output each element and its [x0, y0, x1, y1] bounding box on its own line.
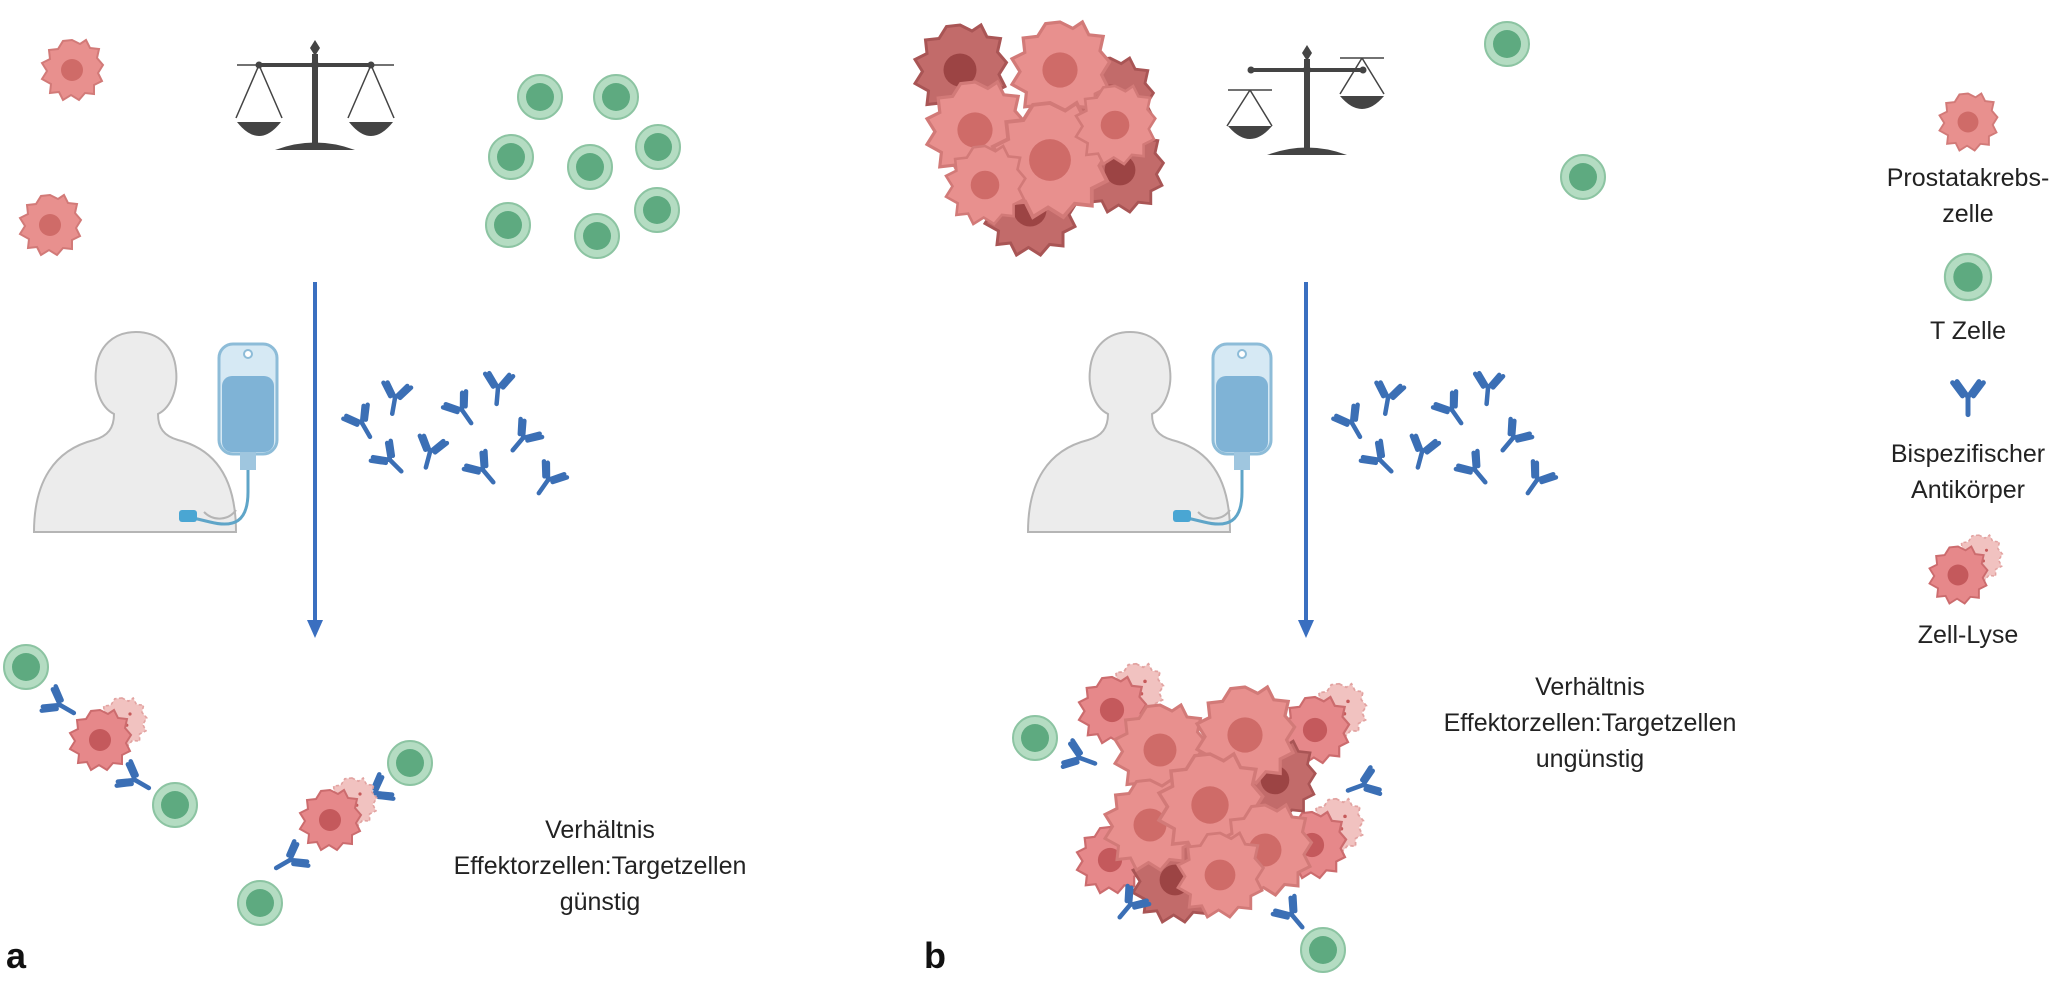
- antibody: [412, 435, 447, 471]
- antibody: [1492, 418, 1533, 459]
- antibody: [1433, 391, 1473, 432]
- legend-label-cancer-cell: Prostatakrebs- zelle: [1870, 160, 2055, 232]
- t-cell: [567, 144, 613, 190]
- antibody: [1333, 404, 1372, 444]
- legend-cancer-cell-icon: [1938, 92, 1999, 152]
- ratio-line: günstig: [559, 888, 641, 916]
- t-cell: [593, 74, 639, 120]
- t-cell: [152, 782, 198, 828]
- tumor-cluster: [913, 20, 1165, 257]
- antibody: [41, 686, 81, 725]
- ratio-line: Verhältnis: [1535, 673, 1645, 701]
- antibody: [463, 450, 504, 491]
- ratio-line: Verhältnis: [545, 816, 655, 844]
- antibody: [1404, 435, 1439, 471]
- t-cell: [1560, 154, 1606, 200]
- t-cell: [387, 740, 433, 786]
- panel-label-a: a: [6, 935, 27, 976]
- legend-label-antibody: Bispezifischer Antikörper: [1870, 436, 2055, 508]
- antibody: [1473, 373, 1504, 405]
- t-cell: [517, 74, 563, 120]
- t-cell: [237, 880, 283, 926]
- antibody: [483, 373, 514, 405]
- antibody: [1360, 440, 1401, 481]
- balance-scale-icon: [256, 40, 375, 150]
- patient-icon: [1026, 330, 1273, 534]
- antibody: [1062, 740, 1100, 777]
- tumor-cluster-with-lysis: [1075, 662, 1368, 924]
- antibody: [116, 761, 156, 800]
- legend-line: Prostatakrebs-: [1886, 164, 2050, 192]
- antibody: [527, 461, 567, 502]
- legend-line: Antikörper: [1911, 476, 2025, 504]
- ratio-text-b: Verhältnis Effektorzellen:Targetzellen u…: [1410, 669, 1770, 777]
- t-cell: [485, 202, 531, 248]
- antibody: [1371, 382, 1404, 416]
- t-cell: [574, 213, 620, 259]
- ratio-line: ungünstig: [1535, 745, 1645, 773]
- antibody: [1455, 450, 1496, 491]
- cancer-cell: [19, 194, 82, 256]
- lysing-cancer-cell: [69, 697, 148, 771]
- antibody: [1272, 895, 1313, 936]
- t-cell: [634, 187, 680, 233]
- legend-line: Bispezifischer: [1890, 440, 2046, 468]
- panel-a: [3, 39, 681, 926]
- ratio-text-a: Verhältnis Effektorzellen:Targetzellen g…: [420, 812, 780, 920]
- legend-line: T Zelle: [1930, 317, 2006, 345]
- ratio-line: Effektorzellen:Targetzellen: [453, 852, 747, 880]
- t-cell: [1484, 21, 1530, 67]
- t-cell: [1300, 927, 1346, 973]
- antibody: [370, 440, 411, 481]
- antibody: [269, 841, 309, 880]
- antibody: [443, 391, 483, 432]
- t-cell: [488, 134, 534, 180]
- legend-label-t-cell: T Zelle: [1870, 313, 2055, 349]
- legend-antibody-icon: [1953, 382, 1984, 415]
- legend-lysis-icon: [1928, 534, 2004, 605]
- antibody: [343, 404, 382, 444]
- t-cell: [1012, 715, 1058, 761]
- lysing-cancer-cell: [299, 777, 378, 851]
- t-cell: [3, 644, 49, 690]
- panel-label-b: b: [924, 935, 946, 976]
- antibody: [378, 382, 411, 416]
- patient-icon: [32, 330, 279, 534]
- ratio-line: Effektorzellen:Targetzellen: [1443, 709, 1737, 737]
- antibody: [1516, 461, 1556, 502]
- antibody: [502, 418, 543, 459]
- panel-b: [913, 20, 1606, 973]
- t-cell: [635, 124, 681, 170]
- cancer-cell: [41, 39, 104, 101]
- legend-line: zelle: [1942, 200, 1994, 228]
- legend-line: Zell-Lyse: [1917, 621, 2019, 649]
- legend-t-cell-icon: [1943, 252, 1993, 302]
- legend-label-lysis: Zell-Lyse: [1870, 617, 2055, 653]
